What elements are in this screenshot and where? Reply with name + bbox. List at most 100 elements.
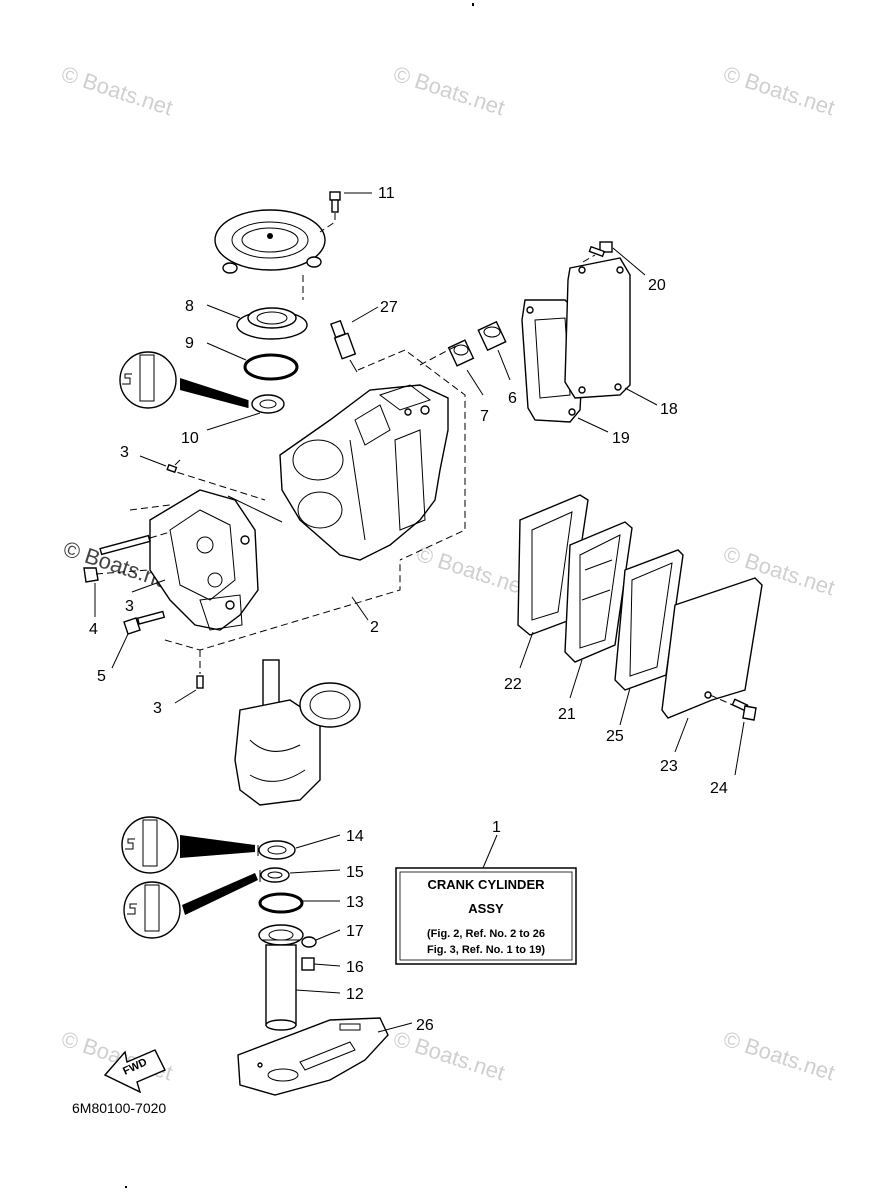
thermostat-7	[447, 339, 475, 367]
leader-line	[174, 689, 197, 704]
watermark: © Boats.net	[413, 541, 530, 600]
callout-26: 26	[416, 1017, 434, 1034]
oil-seal-housing-8	[236, 307, 308, 340]
callout-2: 2	[370, 619, 379, 636]
oil-seal-15	[260, 867, 290, 883]
crankcase	[149, 489, 259, 631]
callout-10: 10	[181, 430, 199, 447]
note-ref-line2: Fig. 3, Ref. No. 1 to 19)	[427, 944, 545, 956]
callout-15: 15	[346, 864, 364, 881]
leader-line	[377, 1022, 413, 1033]
dot-mark	[125, 1186, 127, 1188]
leader-line	[295, 834, 341, 849]
callout-16: 16	[346, 959, 364, 976]
leader-line	[351, 306, 379, 323]
callout-3: 3	[120, 444, 129, 461]
oil-seal-14	[258, 840, 296, 860]
leader-line	[206, 342, 247, 361]
callout-9: 9	[185, 335, 194, 352]
leader-line	[313, 963, 341, 967]
watermark: © Boats.net	[720, 1026, 837, 1085]
drawing-code: 6M80100-7020	[72, 1100, 166, 1116]
callout-27: 27	[380, 299, 398, 316]
o-ring-9	[243, 353, 299, 381]
callout-25: 25	[606, 728, 624, 745]
leader-line	[206, 304, 241, 319]
watermark: © Boats.net	[390, 1026, 507, 1085]
leader-line	[519, 631, 534, 669]
dashed-guide	[419, 344, 459, 366]
callout-12: 12	[346, 986, 364, 1003]
leader-line	[227, 495, 283, 523]
note-ref-line1: (Fig. 2, Ref. No. 2 to 26	[427, 928, 545, 940]
leader-line	[612, 247, 646, 276]
gasket-26	[237, 1017, 389, 1096]
bolt-crankcase	[99, 531, 171, 556]
oil-seal-10	[251, 394, 285, 414]
leader-line	[624, 387, 658, 406]
callout-7: 7	[480, 408, 489, 425]
leader-line	[206, 412, 261, 431]
callout-17: 17	[346, 923, 364, 940]
thermostat-cover-6	[477, 320, 507, 352]
leader-line	[111, 633, 129, 669]
exhaust-cover-18	[564, 257, 631, 399]
callout-14: 14	[346, 828, 364, 845]
assembly-dash-outline	[169, 459, 266, 501]
crankshaft	[234, 659, 361, 806]
callout-24: 24	[710, 780, 728, 797]
callout-22: 22	[504, 676, 522, 693]
callout-11: 11	[378, 185, 395, 202]
callout-6: 6	[508, 390, 517, 407]
callout-18: 18	[660, 401, 678, 418]
leader-line	[619, 687, 631, 726]
washer-17	[301, 936, 317, 948]
spark-plug-27	[330, 319, 358, 373]
bearing-housing-cover	[214, 209, 326, 274]
bolt-11	[329, 191, 341, 213]
callout-4: 4	[89, 621, 98, 638]
callout-20: 20	[648, 277, 666, 294]
grease-callout-icon	[119, 351, 248, 409]
leader-line	[482, 834, 498, 869]
bolt-4	[83, 567, 149, 583]
bolt-16	[301, 957, 315, 971]
dowel-pin-3	[166, 463, 178, 474]
cylinder-block	[279, 384, 449, 561]
watermark: © Boats.net	[58, 61, 175, 120]
callout-3: 3	[153, 700, 162, 717]
grease-callout-icon	[121, 816, 255, 874]
leader-line	[577, 417, 609, 433]
leader-line	[289, 869, 341, 874]
assembly-note-box: CRANK CYLINDER ASSY (Fig. 2, Ref. No. 2 …	[395, 867, 577, 965]
callout-13: 13	[346, 894, 364, 911]
callout-1: 1	[492, 819, 501, 836]
leader-line	[131, 579, 166, 593]
bolt-24	[709, 694, 757, 721]
leader-line	[315, 929, 341, 941]
callout-8: 8	[185, 298, 194, 315]
grease-callout-icon	[123, 873, 258, 939]
leader-line	[497, 349, 511, 381]
callout-3: 3	[125, 598, 134, 615]
o-ring-13	[258, 892, 304, 914]
leader-line	[139, 455, 167, 467]
callout-5: 5	[97, 668, 106, 685]
callout-19: 19	[612, 430, 630, 447]
leader-line	[734, 721, 745, 776]
leader-line	[351, 596, 369, 621]
leader-line	[295, 989, 341, 994]
dot-mark	[472, 3, 474, 6]
callout-21: 21	[558, 706, 576, 723]
note-title-line2: ASSY	[468, 901, 504, 916]
leader-line	[674, 717, 689, 753]
bolt-5	[123, 610, 166, 635]
bolt-20	[588, 241, 613, 258]
housing-tube-12	[258, 924, 304, 1031]
fwd-arrow-icon: FWD	[103, 1049, 166, 1094]
leader-line	[569, 659, 583, 699]
note-title-line1: CRANK CYLINDER	[428, 877, 546, 892]
exhaust-outer-cover-23	[661, 577, 763, 719]
